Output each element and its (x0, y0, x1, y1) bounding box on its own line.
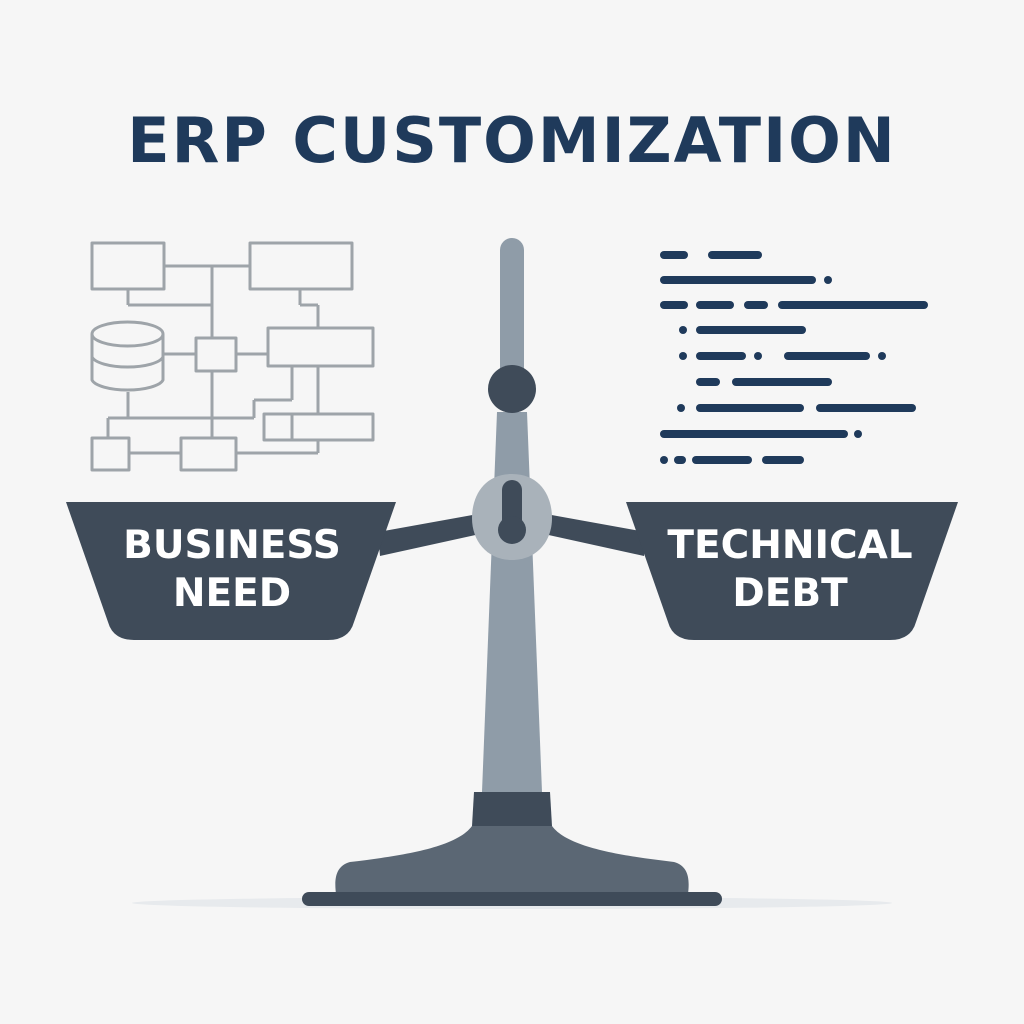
scale-base-dome (335, 826, 689, 894)
technical-debt-line-2: DEBT (732, 571, 848, 616)
business-need-line-1: BUSINESS (123, 523, 341, 568)
technical-debt-line-1: TECHNICAL (667, 523, 913, 568)
database-icon (90, 320, 165, 392)
flowchart-box (248, 241, 354, 291)
scale-pillar (482, 412, 542, 792)
flowchart-box (194, 336, 238, 373)
left-pan (66, 502, 396, 640)
flowchart-box (179, 436, 238, 472)
business-need-line-2: NEED (172, 571, 292, 616)
flowchart-diagram-icon (90, 241, 375, 472)
flowchart-box (90, 436, 131, 472)
scale-pivot-pin (498, 516, 526, 544)
scale-rod (500, 238, 524, 390)
flowchart-box (262, 412, 375, 442)
flowchart-connectors (106, 264, 320, 455)
scale-top-knob (488, 365, 536, 413)
technical-debt-label: TECHNICAL DEBT (640, 522, 940, 618)
code-lines-icon (660, 251, 928, 464)
right-pan (626, 502, 958, 640)
flowchart-box (90, 241, 166, 291)
business-need-label: BUSINESS NEED (82, 522, 382, 618)
flowchart-boxes (90, 241, 375, 472)
scale-base-plate (302, 892, 722, 906)
scale-base-collar (472, 792, 552, 826)
page-title: ERP CUSTOMIZATION (127, 104, 897, 177)
scale-beam (378, 514, 646, 556)
flowchart-box (266, 326, 375, 368)
